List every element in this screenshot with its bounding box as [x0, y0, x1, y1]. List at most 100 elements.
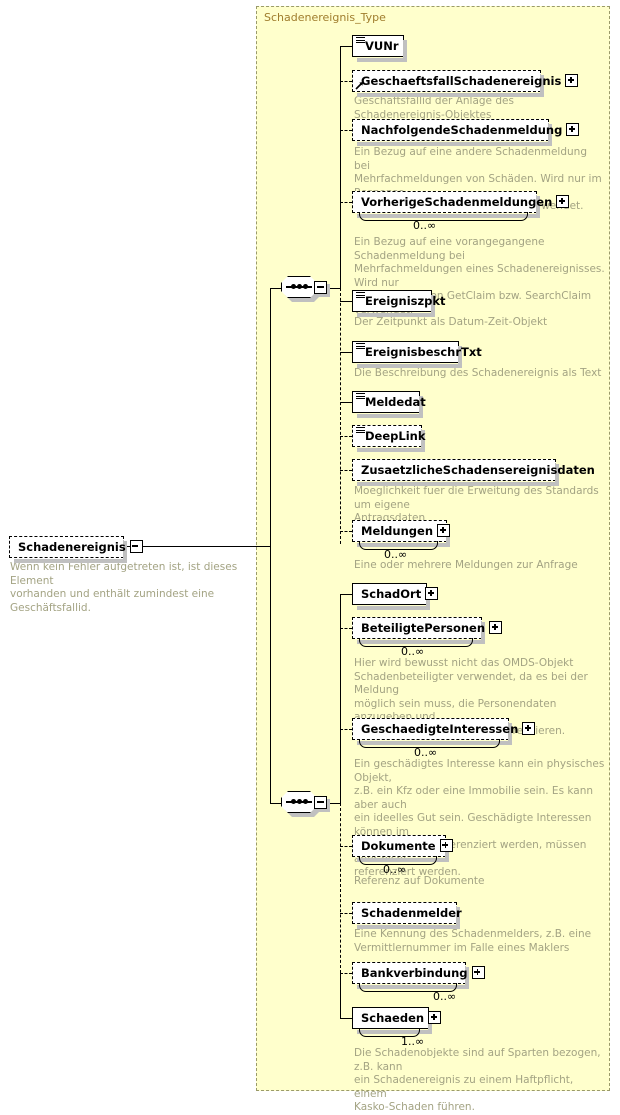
element-geschaeftsfallschadenereignis[interactable]: GeschaeftsfallSchadenereignis [352, 70, 579, 97]
expand-toggle[interactable] [566, 123, 580, 136]
element-ereigniszpkt[interactable]: Ereigniszpkt [352, 290, 446, 317]
box-shadow [357, 58, 407, 62]
box-shadow [357, 925, 460, 929]
sequence-dot [297, 799, 302, 804]
element-annotation: Geschäftsfallid der Anlage des Schadener… [354, 95, 514, 121]
element-meldungen[interactable]: Meldungen [352, 520, 451, 550]
connector-vunr [340, 46, 352, 47]
connector-vorherige [340, 202, 352, 203]
element-label: GeschaeftsfallSchadenereignis [361, 74, 562, 88]
box-shadow [357, 214, 540, 218]
element-deeplink[interactable]: DeepLink [352, 425, 426, 452]
box-shadow [357, 313, 435, 317]
sequence-dot [291, 799, 296, 804]
connector-dokumente [340, 846, 352, 847]
box-shadow [357, 142, 552, 146]
connector-geschaeftsfall [340, 81, 352, 82]
expand-toggle[interactable] [556, 195, 570, 208]
connector-schadort [340, 594, 352, 595]
connector-from-sequence-top [326, 288, 340, 289]
element-vunr[interactable]: VUNr [352, 35, 407, 62]
element-label: VorherigeSchadenmeldungen [361, 195, 553, 209]
expand-toggle[interactable] [425, 587, 439, 600]
element-ereignisbeschrtxt[interactable]: EreignisbeschrTxt [352, 341, 482, 368]
type-container-title: Schadenereignis_Type [264, 11, 386, 24]
sequence-dot [297, 284, 302, 289]
box-shadow-right [403, 40, 407, 60]
element-label: NachfolgendeSchadenmeldung [361, 123, 563, 137]
child-spine-top-dashed [340, 288, 341, 544]
box-shadow [357, 482, 559, 486]
box-shadow [357, 1030, 432, 1034]
collapse-toggle-root[interactable] [129, 540, 143, 553]
element-dokumente[interactable]: Dokumente [352, 835, 453, 865]
element-bankverbindung[interactable]: Bankverbindung [352, 962, 485, 992]
lines-icon [356, 343, 365, 350]
box-shadow [357, 985, 469, 989]
connector-deeplink [340, 436, 352, 437]
connector-bankverbindung [340, 973, 352, 974]
lines-icon [356, 427, 365, 434]
box-shadow [357, 640, 485, 644]
element-annotation: Die Beschreibung des Schadenereignis als… [354, 367, 602, 379]
connector-ereigniszpkt [340, 301, 352, 302]
repeat-bracket [359, 739, 500, 748]
element-nachfolgendeschadenmeldung[interactable]: NachfolgendeSchadenmeldung [352, 119, 580, 146]
element-zusaetzlicheschadensereignisdaten[interactable]: ZusaetzlicheSchadensereignisdaten [352, 459, 595, 486]
box-shadow [14, 559, 127, 563]
connector-meldedat [340, 402, 352, 403]
box-shadow [357, 448, 425, 452]
box-shadow [357, 858, 449, 862]
sequence-dot [303, 799, 308, 804]
sequence-collapse-toggle-bottom[interactable] [314, 796, 327, 809]
element-beteiligtepersonen[interactable]: BeteiligtePersonen [352, 617, 503, 647]
expand-toggle[interactable] [565, 74, 579, 87]
element-schadort[interactable]: SchadOrt [352, 583, 439, 610]
element-meldedat[interactable]: Meldedat [352, 391, 426, 418]
connector-beteiligtepersonen [340, 628, 352, 629]
element-label: ZusaetzlicheSchadensereignisdaten [361, 463, 595, 477]
connector-root-spine-lower [270, 546, 271, 804]
connector-ereignisbeschrtxt [340, 352, 352, 353]
expand-toggle[interactable] [471, 966, 485, 979]
element-label: Ereigniszpkt [365, 294, 446, 308]
child-spine-top [340, 46, 341, 288]
element-geschaedigteinteressen[interactable]: GeschaedigteInteressen [352, 718, 536, 748]
repeat-bracket [359, 1028, 420, 1037]
expand-toggle[interactable] [489, 621, 503, 634]
element-schaeden[interactable]: Schaeden [352, 1007, 442, 1037]
repeat-bracket [359, 638, 473, 647]
cardinality-label: 0..∞ [383, 863, 407, 876]
element-label: EreignisbeschrTxt [365, 345, 482, 359]
element-schadenmelder[interactable]: Schadenmelder [352, 902, 462, 929]
expand-toggle[interactable] [439, 839, 453, 852]
repeat-bracket [359, 212, 528, 221]
connector-schaeden [340, 1018, 352, 1019]
child-spine-bottom [340, 594, 341, 803]
element-vorherigeschadenmeldungen[interactable]: VorherigeSchadenmeldungen [352, 191, 570, 221]
sequence-compositor-bottom[interactable] [281, 791, 330, 817]
element-annotation: Die Schadenobjekte sind auf Sparten bezo… [354, 1047, 601, 1113]
sequence-collapse-toggle-top[interactable] [314, 281, 327, 294]
element-label: Meldungen [361, 524, 434, 538]
sequence-dot [291, 284, 296, 289]
reference-arrow-icon [355, 82, 363, 90]
element-annotation: Eine Kennung des Schadenmelders, z.B. ei… [354, 928, 592, 954]
connector-to-sequence-top [270, 288, 282, 289]
sequence-compositor-top[interactable] [281, 276, 330, 302]
expand-toggle[interactable] [428, 1011, 442, 1024]
box-shadow [357, 741, 512, 745]
element-label: BeteiligtePersonen [361, 621, 486, 635]
connector-to-sequence-bottom [270, 803, 282, 804]
lines-icon [356, 393, 365, 400]
root-element-schadenereignis[interactable]: Schadenereignis [9, 536, 143, 563]
box-shadow [357, 364, 462, 368]
connector-schadenmelder [340, 913, 352, 914]
element-label: Meldedat [365, 395, 426, 409]
expand-toggle[interactable] [437, 524, 451, 537]
connector-zusaetzliche [340, 470, 352, 471]
element-label: VUNr [365, 39, 399, 53]
connector-root-to-type [124, 546, 270, 547]
expand-toggle[interactable] [522, 722, 536, 735]
element-label: DeepLink [365, 429, 426, 443]
